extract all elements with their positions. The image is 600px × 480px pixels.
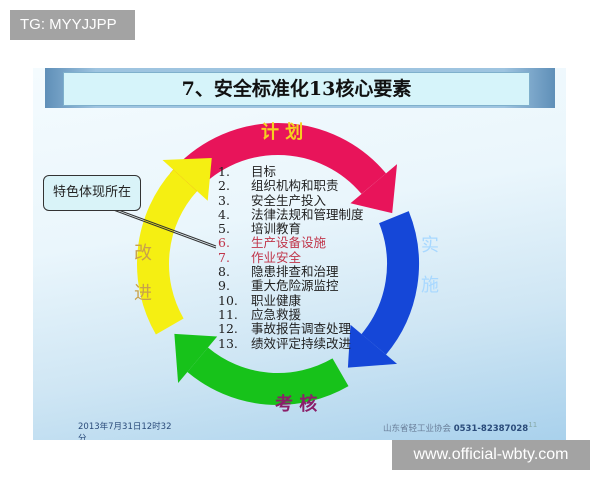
item-number: 12.	[218, 321, 238, 337]
list-item: 3. 安全生产投入	[218, 192, 364, 208]
callout-pointer	[107, 207, 217, 249]
list-item: 8. 隐患排查和治理	[218, 264, 364, 280]
item-number: 11.	[218, 306, 238, 322]
list-item: 13. 绩效评定持续改进	[218, 335, 364, 351]
slide-title: 7、安全标准化13核心要素	[63, 72, 530, 106]
list-item: 11. 应急救援	[218, 306, 364, 322]
item-text: 应急救援	[251, 306, 302, 322]
item-text: 重大危险源监控	[251, 278, 339, 294]
slide: 7、安全标准化13核心要素 特色体现所在 1. 目标 2. 组织机构和职责 3. 安全生产…	[33, 68, 566, 440]
item-text: 安全生产投入	[251, 192, 327, 208]
item-text: 生产设备设施	[251, 235, 327, 251]
item-text: 目标	[251, 164, 277, 179]
item-number: 1.	[218, 164, 230, 179]
item-number: 7.	[218, 249, 230, 265]
list-item: 1. 目标	[218, 164, 364, 179]
list-item: 5. 培训教育	[218, 221, 364, 237]
do-arrow	[347, 211, 419, 368]
footer-org-name: 山东省轻工业协会	[383, 423, 452, 434]
plan-label: 计 划	[261, 122, 304, 143]
act-arrow	[137, 157, 212, 335]
list-item: 2. 组织机构和职责	[218, 178, 364, 194]
check-label: 考 核	[275, 394, 318, 415]
item-number: 13.	[218, 335, 238, 351]
item-text: 作业安全	[251, 249, 302, 265]
item-text: 绩效评定持续改进	[251, 335, 352, 351]
item-text: 隐患排查和治理	[251, 264, 339, 280]
item-number: 9.	[218, 278, 230, 294]
list-item: 4. 法律法规和管理制度	[218, 206, 364, 222]
item-text: 培训教育	[251, 221, 302, 237]
footer-phone: 0531-82387028	[453, 423, 529, 434]
item-number: 3.	[218, 192, 230, 208]
check-arrow	[174, 333, 349, 405]
act-label: 改进	[134, 243, 152, 304]
item-text: 组织机构和职责	[251, 178, 339, 194]
item-text: 法律法规和管理制度	[251, 206, 364, 222]
item-number: 2.	[218, 178, 230, 194]
callout-box: 特色体现所在	[43, 175, 141, 211]
watermark-top-left: TG: MYYJJPP	[10, 10, 135, 40]
list-item: 7. 作业安全	[218, 249, 364, 265]
footer-org: 山东省轻工业协会 0531-8238702811	[383, 420, 537, 434]
item-text: 事故报告调查处理	[251, 321, 352, 337]
footer-date: 2013年7月31日12时32分	[78, 422, 172, 440]
list-item: 6. 生产设备设施	[218, 235, 364, 251]
item-number: 5.	[218, 221, 230, 237]
do-label: 实施	[421, 235, 439, 296]
item-text: 职业健康	[251, 292, 302, 308]
callout-pointer	[112, 207, 217, 247]
list-item: 12. 事故报告调查处理	[218, 321, 364, 337]
list-item: 10. 职业健康	[218, 292, 364, 308]
item-number: 6.	[218, 235, 230, 251]
watermark-bottom-right: www.official-wbty.com	[392, 440, 590, 470]
pdca-cycle	[107, 123, 419, 405]
list-item: 9. 重大危险源监控	[218, 278, 364, 294]
item-number: 4.	[218, 206, 230, 222]
page-number: 11	[528, 420, 538, 429]
item-number: 10.	[218, 292, 238, 308]
item-number: 8.	[218, 264, 230, 280]
